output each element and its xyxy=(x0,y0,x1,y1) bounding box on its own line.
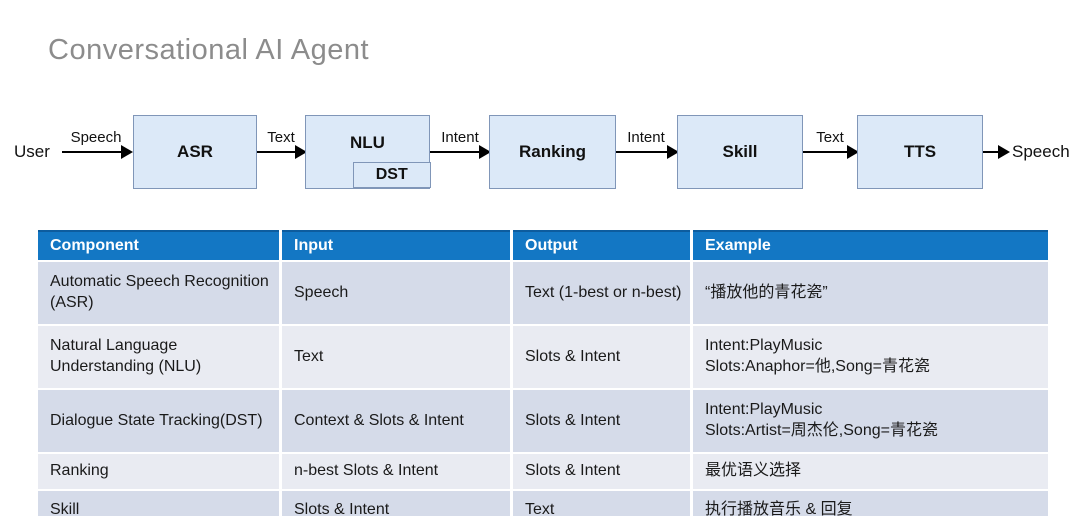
column-header-input: Input xyxy=(282,230,510,260)
cell-output: Text (1-best or n-best) xyxy=(513,262,690,324)
edge-label-text: Text xyxy=(816,129,844,146)
edge-label-intent: Intent xyxy=(627,129,665,146)
arrowhead-icon xyxy=(998,145,1010,159)
cell-input: Slots & Intent xyxy=(282,491,510,516)
cell-component: Automatic Speech Recognition (ASR) xyxy=(38,262,279,324)
flow-node-asr: ASR xyxy=(133,115,257,189)
flow-node-label: Ranking xyxy=(518,142,587,161)
cell-component: Dialogue State Tracking(DST) xyxy=(38,390,279,452)
cell-component: Ranking xyxy=(38,454,279,489)
cell-example: Intent:PlayMusic Slots:Artist=周杰伦,Song=青… xyxy=(693,390,1048,452)
flow-source-label: User xyxy=(14,142,50,161)
flow-node-skill: Skill xyxy=(677,115,803,189)
flow-node-label: TTS xyxy=(903,142,937,161)
flow-diagram: User Speech ASR Text NLU DST Intent Rank… xyxy=(0,0,1080,210)
flow-arrow xyxy=(983,145,1010,159)
column-header-example: Example xyxy=(693,230,1048,260)
flow-node-label: ASR xyxy=(177,142,213,161)
page-title: Conversational AI Agent xyxy=(48,34,370,66)
flow-node-nlu: NLU DST xyxy=(305,115,431,189)
cell-output: Text xyxy=(513,491,690,516)
flow-node-tts: TTS xyxy=(857,115,983,189)
arrowhead-icon xyxy=(847,145,859,159)
cell-example: “播放他的青花瓷” xyxy=(693,262,1048,324)
flow-subnode-dst: DST xyxy=(353,162,431,188)
flow-node-label: Skill xyxy=(722,142,758,161)
flow-sink-label: Speech xyxy=(1012,142,1070,161)
arrowhead-icon xyxy=(295,145,307,159)
flow-node-ranking: Ranking xyxy=(489,115,616,189)
edge-label-intent: Intent xyxy=(441,129,479,146)
arrowhead-icon xyxy=(667,145,679,159)
flow-arrow xyxy=(257,145,307,159)
flow-arrow xyxy=(430,145,491,159)
column-header-output: Output xyxy=(513,230,690,260)
column-header-component: Component xyxy=(38,230,279,260)
cell-input: n-best Slots & Intent xyxy=(282,454,510,489)
cell-input: Speech xyxy=(282,262,510,324)
flow-arrow xyxy=(616,145,679,159)
flow-node-label: NLU xyxy=(350,133,385,152)
cell-input: Text xyxy=(282,326,510,388)
edge-label-speech: Speech xyxy=(70,129,122,146)
cell-component: Natural Language Understanding (NLU) xyxy=(38,326,279,388)
cell-input: Context & Slots & Intent xyxy=(282,390,510,452)
flow-arrow xyxy=(803,145,859,159)
arrowhead-icon xyxy=(479,145,491,159)
cell-output: Slots & Intent xyxy=(513,390,690,452)
cell-output: Slots & Intent xyxy=(513,454,690,489)
cell-example: Intent:PlayMusic Slots:Anaphor=他,Song=青花… xyxy=(693,326,1048,388)
arrowhead-icon xyxy=(121,145,133,159)
flow-arrow xyxy=(62,145,133,159)
cell-output: Slots & Intent xyxy=(513,326,690,388)
cell-example: 执行播放音乐 & 回复 xyxy=(693,491,1048,516)
component-table: Component Input Output Example Automatic… xyxy=(38,230,1048,516)
edge-label-text: Text xyxy=(267,129,295,146)
cell-example: 最优语义选择 xyxy=(693,454,1048,489)
cell-component: Skill xyxy=(38,491,279,516)
flow-subnode-label: DST xyxy=(375,166,408,183)
